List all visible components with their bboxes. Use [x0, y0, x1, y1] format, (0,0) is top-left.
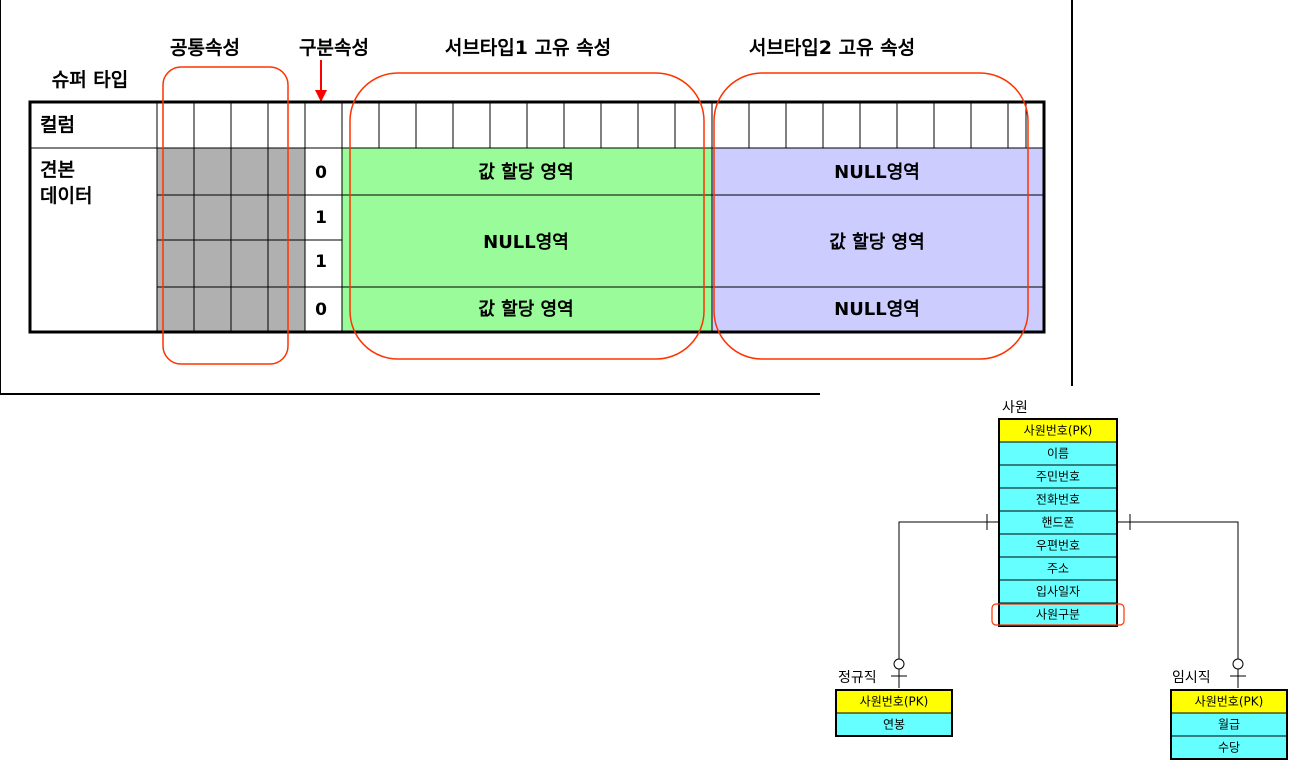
subtype2-region-label: NULL영역: [834, 299, 920, 320]
attribute-label: 이름: [1047, 447, 1069, 461]
discriminator-highlight: [991, 603, 1125, 626]
entity-border: [835, 689, 953, 737]
grid-lines: [30, 102, 1044, 332]
optional-marker-icon: [1232, 658, 1244, 670]
header-discriminator: 구분속성: [299, 37, 369, 59]
optional-marker-icon: [893, 658, 905, 670]
pk-label: 사원번호(PK): [1195, 695, 1264, 709]
discriminator-value: 1: [315, 252, 327, 272]
panel-frame: [0, 0, 820, 395]
row-label-column: 컬럼: [40, 114, 75, 136]
subtype1-region-label: NULL영역: [483, 232, 569, 253]
entity-title-regular: 정규직: [838, 670, 877, 686]
discriminator-value: 0: [315, 300, 327, 320]
discriminator-value: 0: [315, 163, 327, 183]
relationship-line-temporary: [1118, 521, 1239, 660]
attribute-label: 주민번호: [1036, 470, 1080, 484]
common-attributes-outline: [162, 66, 289, 365]
row-label-sample-1: 견본: [40, 159, 75, 181]
table-border: [28, 100, 1046, 334]
attribute-label: 우편번호: [1036, 539, 1080, 553]
header-common-attributes: 공통속성: [170, 37, 240, 59]
subtype1-region-label: 값 할당 영역: [478, 161, 573, 183]
attribute-label: 주소: [1047, 562, 1069, 576]
attribute-label: 사원구분: [1036, 608, 1080, 622]
pk-label: 사원번호(PK): [1024, 424, 1093, 438]
subtype2-fill: [712, 148, 1044, 332]
supertype-label: 슈퍼 타입: [52, 69, 129, 91]
header-subtype1: 서브타입1 고유 속성: [445, 37, 611, 59]
discriminator-value: 1: [315, 208, 327, 228]
entity-title-employee: 사원: [1002, 400, 1028, 416]
entity-title-temporary: 임시직: [1172, 670, 1211, 686]
row-label-sample-2: 데이터: [40, 185, 92, 207]
subtype2-outline: [713, 72, 1029, 360]
attribute-label: 핸드폰: [1041, 515, 1074, 530]
attribute-label: 월급: [1218, 718, 1240, 732]
subtype2-region-label: 값 할당 영역: [829, 231, 924, 253]
subtype1-fill: [342, 148, 712, 332]
subtype2-region-label: NULL영역: [834, 162, 920, 183]
pk-label: 사원번호(PK): [860, 695, 929, 709]
er-diagram: 사원 정규직 임시직 사원번호(PK) 이름주민번호전화번호핸드폰우편번호주소입사…: [835, 400, 1288, 760]
subtype1-region-label: 값 할당 영역: [478, 298, 573, 320]
attribute-label: 입사일자: [1036, 585, 1080, 599]
relationship-line-regular: [898, 521, 999, 660]
attribute-label: 전화번호: [1036, 493, 1080, 507]
attribute-label: 연봉: [883, 718, 905, 732]
attribute-label: 수당: [1218, 741, 1240, 755]
header-subtype2: 서브타입2 고유 속성: [749, 37, 915, 59]
entity-border: [998, 418, 1118, 627]
discriminator-arrowhead: [315, 90, 327, 102]
subtype1-outline: [349, 72, 705, 360]
entity-regular: 사원번호(PK) 연봉: [835, 689, 953, 737]
entity-border: [1170, 689, 1288, 760]
